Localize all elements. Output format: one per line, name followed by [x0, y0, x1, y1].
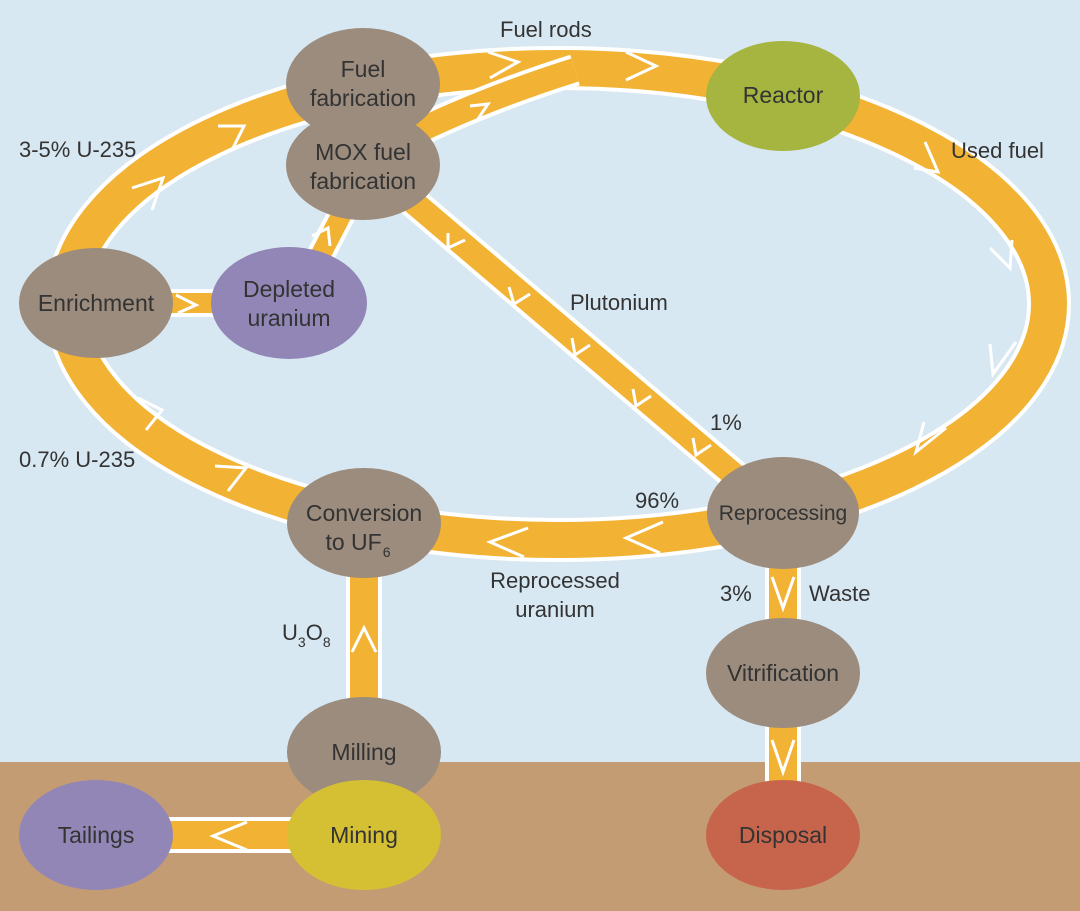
chevron-left-icon: [486, 526, 529, 559]
chevron-right-icon: [175, 293, 200, 315]
chevron-up-left-icon: [570, 337, 591, 358]
node-reactor[interactable]: Reactor: [706, 41, 860, 151]
chevron-up-left-icon: [214, 464, 249, 492]
node-tailings[interactable]: Tailings: [19, 780, 173, 890]
milling-label: Milling: [331, 739, 396, 765]
mining-label: Mining: [330, 822, 398, 848]
chevron-up-left-icon: [507, 286, 531, 307]
label-reprocessed-uranium-1: Reprocessed: [490, 568, 620, 593]
chevron-down-icon: [988, 239, 1014, 272]
chevron-up-left-icon: [631, 388, 652, 409]
tailings-label: Tailings: [58, 822, 135, 848]
chevron-up-right-icon: [218, 124, 247, 151]
label-fuel-rods: Fuel rods: [500, 17, 592, 42]
node-fuel-fabrication[interactable]: Fuel fabrication: [286, 28, 440, 140]
label-natural-uranium: 0.7% U-235: [19, 447, 135, 472]
label-enriched-uranium: 3-5% U-235: [19, 137, 136, 162]
chevron-up-left-icon: [137, 396, 165, 431]
chevron-down-icon: [770, 576, 796, 613]
label-plutonium-percent: 1%: [710, 410, 742, 435]
node-milling[interactable]: Milling: [287, 697, 441, 807]
node-reprocessing[interactable]: Reprocessing: [707, 457, 859, 569]
flow-direction-chevrons: [131, 50, 1018, 852]
chevron-down-icon: [913, 421, 947, 457]
depleted-label-2: uranium: [247, 305, 330, 331]
mox-label-1: MOX fuel: [315, 139, 411, 165]
chevron-down-icon: [913, 141, 941, 174]
node-depleted-uranium[interactable]: Depleted uranium: [211, 247, 367, 359]
chevron-left-icon: [622, 520, 664, 555]
fuel-fabrication-label-2: fabrication: [310, 85, 416, 111]
node-conversion[interactable]: Conversion to UF6: [287, 468, 441, 578]
node-vitrification[interactable]: Vitrification: [706, 618, 860, 728]
reprocessing-label: Reprocessing: [719, 502, 847, 525]
chevron-left-icon: [209, 820, 248, 852]
conversion-label-2: to UF6: [325, 529, 390, 560]
mox-label-2: fabrication: [310, 168, 416, 194]
chevron-down-icon: [988, 341, 1018, 379]
flow-labels: Fuel rods Used fuel 3-5% U-235 0.7% U-23…: [19, 17, 1044, 650]
chevron-up-icon: [350, 624, 378, 653]
chevron-up-left-icon: [691, 437, 712, 458]
chevron-up-icon: [311, 225, 332, 247]
node-enrichment[interactable]: Enrichment: [19, 248, 173, 358]
sky-background: [0, 0, 1080, 762]
node-disposal[interactable]: Disposal: [706, 780, 860, 890]
vitrification-label: Vitrification: [727, 660, 839, 686]
label-waste: Waste: [809, 581, 871, 606]
node-mox-fuel-fabrication[interactable]: MOX fuel fabrication: [286, 110, 440, 220]
label-used-fuel: Used fuel: [951, 138, 1044, 163]
conversion-label-1: Conversion: [306, 500, 422, 526]
chevron-up-left-icon: [446, 233, 466, 251]
node-mining[interactable]: Mining: [287, 780, 441, 890]
chevron-up-right-icon: [131, 175, 166, 211]
fuel-fabrication-label-1: Fuel: [341, 56, 386, 82]
reactor-label: Reactor: [743, 82, 824, 108]
disposal-label: Disposal: [739, 822, 827, 848]
label-waste-percent: 3%: [720, 581, 752, 606]
label-u3o8: U3O8: [282, 620, 331, 650]
enrichment-label: Enrichment: [38, 290, 155, 316]
chevron-right-icon: [487, 50, 522, 80]
chevron-right-icon: [625, 50, 660, 82]
chevron-down-icon: [770, 739, 796, 777]
depleted-label-1: Depleted: [243, 276, 335, 302]
chevron-up-right-icon: [469, 102, 492, 120]
label-plutonium: Plutonium: [570, 290, 668, 315]
label-reprocessed-percent: 96%: [635, 488, 679, 513]
label-reprocessed-uranium-2: uranium: [515, 597, 594, 622]
